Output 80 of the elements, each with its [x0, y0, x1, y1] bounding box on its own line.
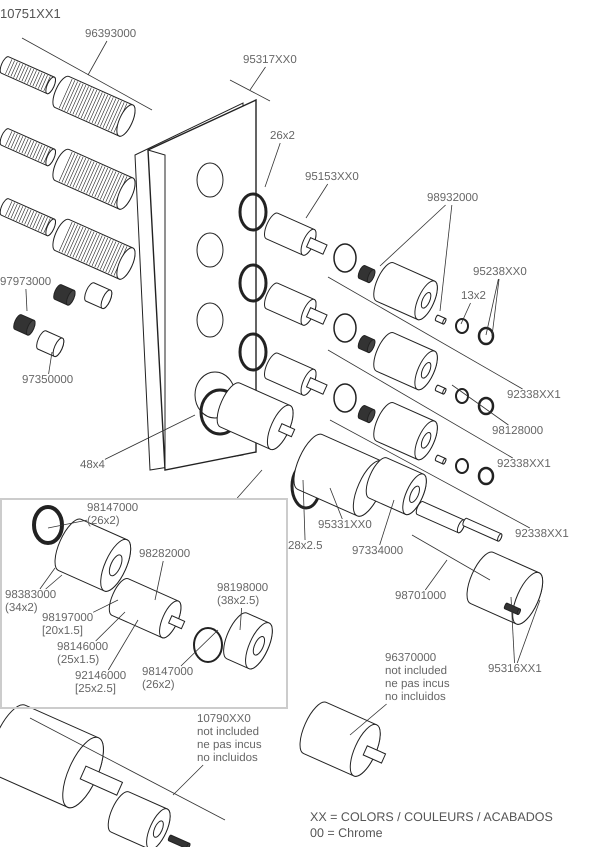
part-number: 98147000 — [87, 502, 138, 515]
part-number: 95331XX0 — [318, 519, 372, 532]
part-number: 92338XX1 — [497, 458, 551, 471]
part-number: 98701000 — [395, 590, 446, 603]
part-number: 95317XX0 — [243, 54, 297, 67]
part-number: 92146000 — [75, 670, 126, 683]
leader-line — [264, 142, 281, 188]
note-text: no incluidos — [385, 691, 446, 704]
leader-line — [452, 384, 509, 426]
leader-line — [440, 204, 452, 312]
note-text: ne pas incus — [197, 739, 262, 752]
size-spec: [25x2.5] — [75, 683, 116, 696]
leader-line — [486, 278, 499, 336]
part-number: 95153XX0 — [305, 171, 359, 184]
part-number: 98932000 — [427, 192, 478, 205]
size-spec: (34x2) — [5, 602, 38, 615]
part-number: 28x2.5 — [288, 540, 323, 553]
part-number: 98146000 — [57, 641, 108, 654]
part-number: 26x2 — [270, 130, 295, 143]
part-number: 98197000 — [42, 612, 94, 625]
leader-line — [40, 568, 56, 590]
note-text: not included — [197, 726, 260, 739]
leader-line — [95, 612, 126, 642]
part-number: 96393000 — [85, 28, 136, 41]
part-number: 95238XX0 — [473, 266, 527, 279]
part-number: 97334000 — [352, 545, 404, 558]
leader-line — [424, 560, 448, 590]
leader-line — [236, 470, 262, 498]
size-spec: [20x1.5] — [42, 625, 83, 638]
part-number: 98147000 — [142, 666, 194, 679]
part-number: 92338XX1 — [515, 528, 569, 541]
leader-line — [250, 66, 266, 90]
model-number: 10751XX1 — [0, 6, 61, 21]
leader-line — [306, 184, 328, 218]
leader-line — [328, 350, 514, 458]
leader-line — [108, 620, 138, 670]
leader-line — [379, 500, 394, 546]
leader-line — [380, 204, 446, 266]
part-number: 98198000 — [217, 582, 268, 595]
size-spec: (26x2) — [142, 679, 175, 692]
leader-line — [48, 352, 52, 374]
part-number: 96370000 — [385, 652, 436, 665]
leader-line — [92, 600, 118, 613]
leader-line — [172, 764, 204, 796]
part-number: 97350000 — [22, 374, 74, 387]
part-number: 98128000 — [492, 425, 544, 438]
leader-line — [330, 488, 343, 520]
part-number: 97973000 — [0, 276, 52, 289]
leader-line — [330, 420, 530, 528]
part-number: 98383000 — [5, 589, 56, 602]
part-number: 48x4 — [80, 459, 105, 472]
part-number: 92338XX1 — [507, 389, 561, 402]
leader-line — [48, 520, 88, 528]
color-code-note: 00 = Chrome — [310, 826, 383, 840]
leader-line — [302, 480, 306, 540]
part-number: 98282000 — [139, 548, 190, 561]
detail-inset-panel — [0, 498, 288, 709]
leader-line — [104, 414, 196, 460]
part-number: 95316XX1 — [488, 663, 542, 676]
size-spec: (26x2) — [87, 515, 120, 528]
leader-line — [516, 600, 540, 664]
leader-line — [180, 630, 218, 666]
leader-line — [328, 276, 523, 390]
color-code-note: XX = COLORS / COULEURS / ACABADOS — [310, 810, 553, 824]
leader-line — [492, 278, 500, 336]
note-text: not included — [385, 665, 448, 678]
leader-line — [510, 596, 515, 664]
leader-line — [26, 288, 28, 312]
note-text: no incluidos — [197, 752, 258, 765]
part-number: 10790XX0 — [197, 713, 251, 726]
leader-line — [240, 608, 242, 630]
leader-line — [45, 574, 62, 590]
leader-line — [350, 704, 387, 736]
leader-line — [154, 560, 164, 600]
part-number: 13x2 — [461, 290, 486, 303]
note-text: ne pas incus — [385, 678, 450, 691]
size-spec: (38x2.5) — [217, 595, 260, 608]
size-spec: (25x1.5) — [57, 654, 100, 667]
leader-line — [460, 302, 471, 324]
leader-line — [88, 40, 108, 76]
